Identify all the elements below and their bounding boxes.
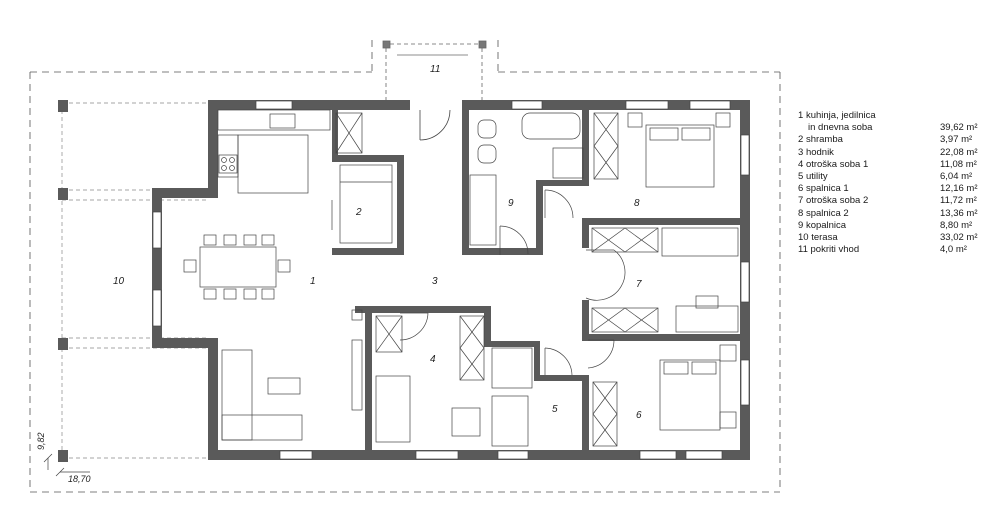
room-label-10: 10 [113, 276, 125, 287]
windows [152, 100, 750, 460]
legend-num: 6 [798, 183, 804, 195]
legend-row-6: 6 spalnica 1 12,16 m² [798, 183, 988, 195]
legend-area: 6,04 m² [940, 171, 973, 183]
legend-num: 4 [798, 158, 804, 170]
legend-row-10: 10 terasa 33,02 m² [798, 232, 988, 244]
covered-entrance [382, 40, 487, 100]
legend-row-9: 9 kopalnica 8,80 m² [798, 220, 988, 232]
legend-area: 13,36 m² [940, 207, 978, 219]
legend-area: 3,97 m² [940, 134, 973, 146]
legend-name: kopalnica [805, 219, 847, 231]
legend-area: 11,08 m² [940, 158, 977, 170]
legend-name: kuhinja, jedilnica [805, 110, 876, 121]
legend-name: otroška soba 2 [805, 195, 869, 207]
legend-num: 3 [798, 146, 804, 158]
legend-name: hodnik [805, 146, 834, 158]
room-label-8: 8 [634, 198, 640, 209]
terrace-posts [58, 100, 68, 462]
legend-num: 5 [798, 171, 804, 183]
legend-area: 11,72 m² [940, 195, 977, 207]
room-label-1: 1 [310, 276, 316, 287]
terrace [61, 102, 208, 459]
legend-num: 11 [798, 244, 808, 256]
legend-name: terasa [811, 232, 838, 244]
legend-area: 22,08 m² [940, 146, 978, 158]
room-label-2: 2 [355, 207, 362, 218]
dimension-lines [43, 453, 90, 477]
room-label-7: 7 [636, 279, 642, 290]
entrance-opening [410, 99, 462, 111]
width-dimension: 18,70 [68, 474, 91, 484]
room-labels: 1 2 3 4 5 6 7 8 9 10 11 [113, 64, 642, 421]
legend-name-cont: in dnevna soba [808, 122, 873, 134]
interior-doors [331, 189, 626, 376]
legend-name: spalnica 1 [805, 183, 849, 195]
legend-row-8: 8 spalnica 2 13,36 m² [798, 208, 988, 220]
legend-name: otroška soba 1 [805, 158, 869, 170]
depth-dimension: 9,82 [36, 432, 46, 450]
outer-boundary [29, 40, 781, 493]
legend-num: 10 [798, 232, 809, 244]
legend-area: 4,0 m² [940, 244, 967, 256]
legend-area: 12,16 m² [940, 183, 978, 195]
legend-name: shramba [805, 134, 843, 146]
legend-area: 8,80 m² [940, 219, 973, 231]
legend-name: spalnica 2 [805, 207, 849, 219]
legend-name: utility [805, 171, 828, 183]
legend-area: 39,62 m² [940, 122, 978, 134]
room-label-3: 3 [432, 276, 438, 287]
room-label-5: 5 [552, 404, 558, 415]
legend-row-5: 5 utility 6,04 m² [798, 171, 988, 183]
legend-num: 1 [798, 110, 804, 121]
furniture [183, 109, 739, 447]
legend-num: 8 [798, 207, 804, 219]
legend-row-7: 7 otroška soba 2 11,72 m² [798, 195, 988, 207]
room-label-11: 11 [430, 64, 440, 75]
interior-walls [332, 110, 747, 456]
room-legend: 1 kuhinja, jedilnica in dnevna soba 39,6… [798, 110, 988, 256]
room-label-6: 6 [636, 410, 642, 421]
legend-row-3: 3 hodnik 22,08 m² [798, 147, 988, 159]
entrance-door [419, 109, 451, 141]
legend-row-4: 4 otroška soba 1 11,08 m² [798, 159, 988, 171]
legend-num: 9 [798, 219, 804, 231]
legend-row-1b: in dnevna soba 39,62 m² [798, 122, 988, 134]
legend-row-11: 11 pokriti vhod 4,0 m² [798, 244, 988, 256]
legend-row-1: 1 kuhinja, jedilnica [798, 110, 988, 122]
legend-name: pokriti vhod [810, 244, 860, 256]
legend-num: 7 [798, 195, 804, 207]
room-label-4: 4 [430, 354, 436, 365]
room-label-9: 9 [508, 198, 514, 209]
legend-row-2: 2 shramba 3,97 m² [798, 134, 988, 146]
legend-num: 2 [798, 134, 804, 146]
legend-area: 33,02 m² [940, 232, 978, 244]
